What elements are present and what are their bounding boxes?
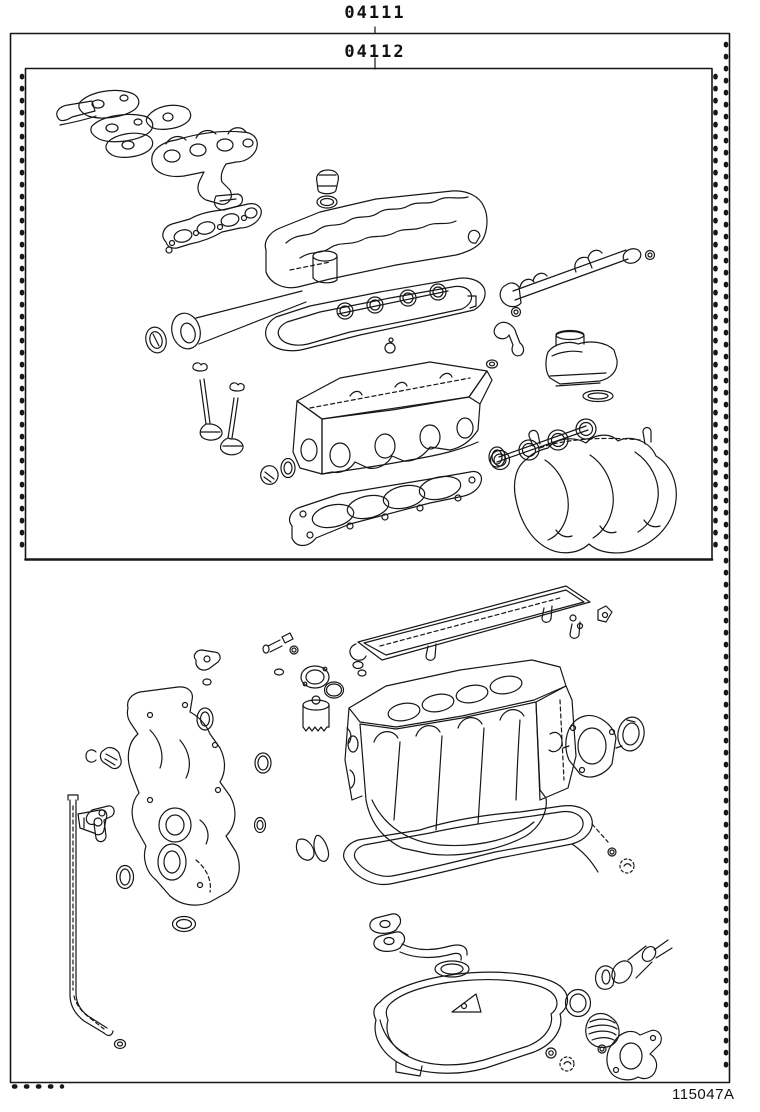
oil-filler-cap xyxy=(316,169,340,209)
exhaust-heat-insulator-group xyxy=(56,89,192,158)
exhaust-manifold xyxy=(151,127,258,211)
inner-kit-box xyxy=(19,57,718,561)
oil-pan xyxy=(373,971,569,1077)
cylinder-head-gasket xyxy=(288,470,483,547)
camshaft-sensor-small-parts xyxy=(485,306,525,369)
crankshaft-rear-oil-seal xyxy=(617,716,645,752)
baffle-plate xyxy=(349,585,613,677)
valve-cover-gasket xyxy=(265,277,486,354)
full-gasket-kit-number: 04111 xyxy=(344,3,406,23)
oil-dipstick-guide-tube xyxy=(67,794,127,1050)
camshaft-oil-seal xyxy=(145,326,167,354)
engine-block xyxy=(344,659,577,856)
engine-valves xyxy=(192,362,245,456)
timing-chain-cover xyxy=(126,686,240,906)
crankshaft-front-oil-seal xyxy=(545,988,592,1072)
oil-filter xyxy=(302,695,330,732)
cylinder-head xyxy=(292,361,493,475)
camshaft xyxy=(171,290,307,350)
water-bypass-pipe xyxy=(594,939,673,990)
intake-manifold xyxy=(513,426,677,554)
rear-oil-seal-retainer xyxy=(562,714,623,778)
water-inlet-housing xyxy=(606,1029,662,1081)
thermostat xyxy=(585,1012,620,1054)
intake-manifold-gasket xyxy=(489,418,597,471)
figure-code: 115047A xyxy=(672,1086,735,1103)
outer-kit-box xyxy=(9,26,731,1089)
fuel-delivery-pipe xyxy=(467,229,656,309)
oil-pan-gasket xyxy=(343,805,635,886)
timing-cover-orings xyxy=(85,747,330,933)
throttle-body xyxy=(545,329,618,403)
valve-grind-kit-number: 04112 xyxy=(344,42,406,62)
oil-strainer xyxy=(369,913,470,978)
valve-cover xyxy=(264,190,488,289)
exhaust-manifold-gasket xyxy=(162,203,262,254)
oil-filter-union-and-small-parts xyxy=(193,632,345,731)
